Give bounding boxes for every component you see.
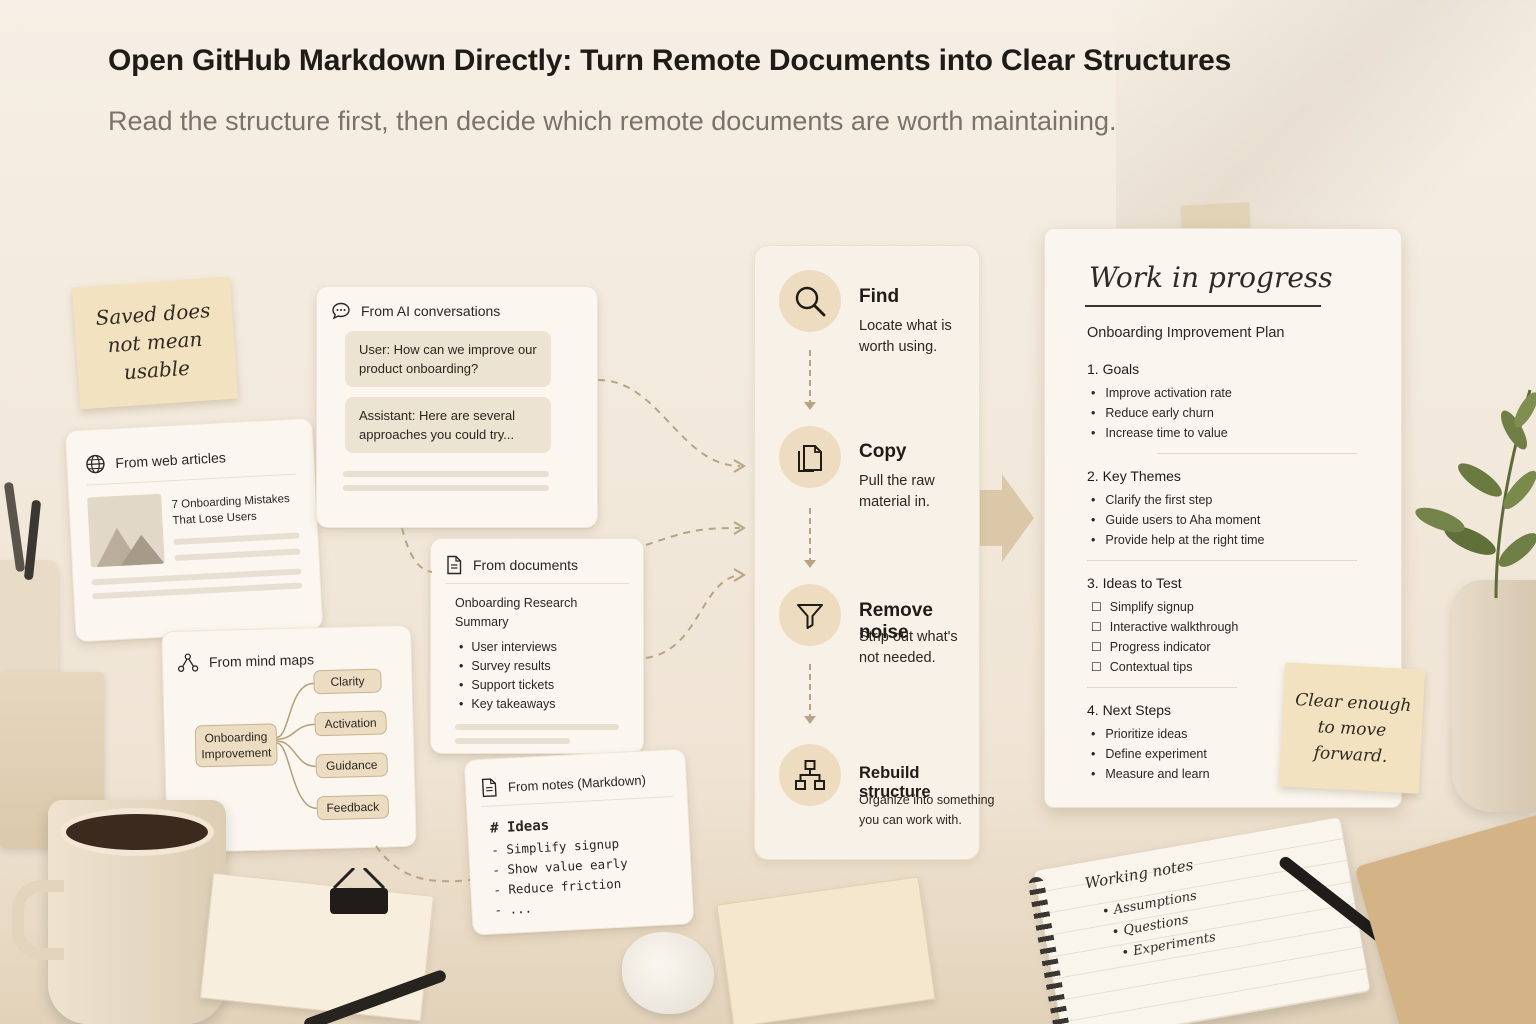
section-title: 1. Goals [1087, 361, 1140, 377]
assistant-message: Assistant: Here are several approaches y… [345, 397, 551, 453]
list-item: Survey results [459, 657, 619, 676]
section-item: Define experiment [1091, 744, 1357, 764]
step-icon-circle [779, 426, 841, 488]
checklist-item[interactable]: Simplify signup [1091, 597, 1357, 617]
checklist-item[interactable]: Progress indicator [1091, 637, 1357, 657]
section-title: 2. Key Themes [1087, 468, 1181, 484]
globe-icon [86, 454, 105, 474]
step-title: Rebuild structure [859, 764, 931, 801]
step-icon-circle [779, 270, 841, 332]
card-title: From AI conversations [361, 303, 501, 319]
step-title: Copy [859, 441, 907, 462]
card-title: From documents [473, 557, 579, 573]
section-item: Increase time to value [1091, 423, 1357, 443]
page-title: Open GitHub Markdown Directly: Turn Remo… [108, 44, 1232, 77]
process-flow: Find Locate what is worth using. Copy Pu… [754, 245, 995, 860]
section-item: Improve activation rate [1091, 383, 1357, 403]
chat-icon [332, 302, 350, 320]
step-desc: Strip out what's not needed. [859, 629, 958, 666]
step-title: Find [859, 286, 900, 307]
checklist-item[interactable]: Contextual tips [1091, 657, 1357, 677]
step-desc: Locate what is worth using. [859, 318, 952, 355]
mindmap-icon [177, 653, 199, 672]
down-arrow [804, 350, 816, 410]
plan-heading: Work in progress [1089, 261, 1333, 294]
down-arrow [804, 664, 816, 724]
search-icon [795, 286, 826, 317]
copy-icon [798, 445, 822, 472]
mindmap-connectors [276, 682, 317, 810]
doc-title: Onboarding Research Summary [455, 596, 578, 629]
plan-document: Work in progress Onboarding Improvement … [1044, 228, 1402, 808]
plan-title: Onboarding Improvement Plan [1087, 325, 1285, 341]
section-item: Provide help at the right time [1091, 530, 1357, 550]
step-icon-circle [779, 584, 841, 646]
heading-underline [1085, 305, 1321, 307]
structure-icon [795, 760, 825, 790]
list-item: Support tickets [459, 676, 619, 695]
document-icon [447, 555, 462, 575]
document-icon [481, 778, 497, 798]
section-item: Guide users to Aha moment [1091, 510, 1357, 530]
section-item: Prioritize ideas [1091, 724, 1357, 744]
section-item: Measure and learn [1091, 764, 1357, 784]
user-message: User: How can we improve our product onb… [345, 331, 551, 387]
list-item: Key takeaways [459, 695, 619, 714]
index-cards [200, 872, 434, 1022]
section-title: 3. Ideas to Test [1087, 575, 1182, 591]
section-title: 4. Next Steps [1087, 702, 1172, 718]
crumpled-paper [622, 932, 714, 1014]
step-icon-circle [779, 744, 841, 806]
step-desc: Pull the raw material in. [859, 473, 935, 510]
step-desc: Organize into something you can work wit… [859, 793, 995, 827]
plant-pot [1452, 580, 1536, 812]
source-card-web[interactable]: From web articles 7 Onboarding Mistakes … [64, 417, 324, 643]
source-card-documents[interactable]: From documents Onboarding Research Summa… [430, 538, 644, 754]
coffee-mug [12, 800, 226, 1024]
list-item: User interviews [459, 638, 619, 657]
notebook-title: Working notes [1083, 855, 1195, 893]
source-card-mindmap[interactable]: From mind maps Onboarding Improvement Cl… [161, 624, 417, 854]
page-subtitle: Read the structure first, then decide wh… [108, 106, 1117, 136]
source-card-ai[interactable]: From AI conversations User: How can we i… [316, 286, 598, 528]
checklist-item[interactable]: Interactive walkthrough [1091, 617, 1357, 637]
binder-clip-icon [330, 868, 388, 914]
section-item: Reduce early churn [1091, 403, 1357, 423]
sticky-note-clear: Clear enough to move forward. [1278, 662, 1426, 794]
section-item: Clarify the first step [1091, 490, 1357, 510]
step-title: Remove noise [859, 600, 933, 643]
plant-leaves [1415, 389, 1536, 599]
filter-icon [797, 604, 823, 629]
source-card-notes[interactable]: From notes (Markdown) # Ideas - Simplify… [463, 748, 695, 936]
down-arrow [804, 508, 816, 568]
